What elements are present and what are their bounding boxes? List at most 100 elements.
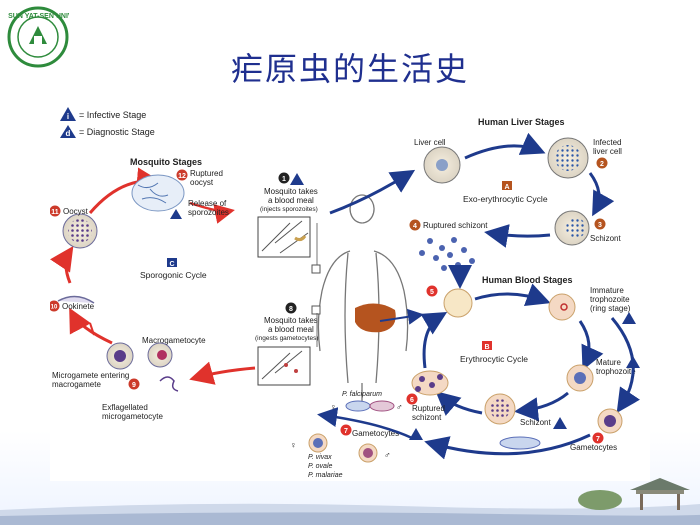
university-logo: 中山大學 SUN YAT-SEN UNIVERSITY — [7, 6, 69, 68]
exo-erythrocytic-label: Exo-erythrocytic Cycle — [463, 194, 548, 204]
liver-organ — [355, 303, 396, 333]
arrow-ookinete-to-oocyst — [50, 246, 74, 284]
step-6-badge — [406, 393, 418, 405]
lifecycle-diagram: i = Infective Stage d = Diagnostic Stage… — [48, 103, 650, 481]
schizont-diagnostic-icon — [553, 417, 567, 429]
ring-diagnostic-icon — [622, 312, 636, 324]
step-4-badge — [409, 219, 421, 231]
step-6-label-1: Ruptured — [412, 404, 445, 413]
arrow-schizont-to-rupture — [484, 224, 551, 248]
arrow-schizont-to-rupture-blood — [435, 391, 483, 416]
step-8-label-3: (ingests gametocytes) — [255, 335, 319, 342]
step-2-label-2: liver cell — [593, 147, 622, 156]
step-3-badge — [594, 218, 606, 230]
release-infective-icon — [170, 209, 182, 219]
mosquito-stages-title: Mosquito Stages — [130, 157, 202, 167]
ruptured-oocyst-image — [131, 174, 185, 212]
mature-label-2: trophozoite — [596, 367, 636, 376]
step-10-number: 10 — [51, 305, 58, 311]
liver-cycle: Liver cell Infected liver cell 2 A Exo-e… — [409, 132, 622, 289]
blood-schizont-label: Schizont — [520, 418, 551, 427]
step-12-number: 12 — [178, 173, 186, 180]
arrow-merozoite-to-ring — [474, 283, 551, 306]
step-5-number: 5 — [430, 289, 434, 296]
human-outline — [317, 194, 409, 403]
step-4-number: 4 — [413, 223, 417, 230]
erythrocytic-cycle: 5 Immature trophozoite (ring stage) B Er… — [406, 283, 640, 460]
liver-cell-label: Liver cell — [414, 138, 446, 147]
step-2-number: 2 — [600, 161, 604, 168]
sporogonic-label: Sporogonic Cycle — [140, 270, 207, 280]
blood-gametocytes-label: Gametocytes — [570, 443, 617, 452]
step-2-badge — [596, 157, 608, 169]
slide-title: 疟原虫的生活史 — [230, 50, 469, 88]
step-11-number: 11 — [51, 209, 59, 216]
arrow-gametocytes-to-mosquito — [317, 407, 413, 440]
step-7-badge — [592, 432, 604, 444]
arrow-infected-to-schizont — [588, 172, 615, 217]
immature-label-1: Immature — [590, 286, 624, 295]
step-9-label-2: macrogamete — [52, 380, 101, 389]
step-10-badge — [48, 300, 60, 312]
cycle-b-badge — [482, 341, 492, 350]
crescent-gametocyte-image — [499, 436, 541, 450]
tree-icon — [578, 490, 622, 510]
step-12-label-1: Ruptured — [190, 169, 223, 178]
step-6-number: 6 — [410, 397, 414, 404]
step-11-label: Oocyst — [63, 207, 89, 216]
arrow-gametocytes-return — [424, 433, 591, 460]
gametocytes-left-label: Gametocytes — [352, 429, 399, 438]
arrow-rupture-to-merozoite — [420, 311, 448, 369]
step-7-left-number: 7 — [344, 428, 348, 435]
human-figure-area: 1 Mosquito takes a blood meal (injects s… — [255, 172, 409, 403]
arrow-zygote-to-ookinete — [69, 307, 113, 345]
ruptured-blood-schizont-image — [411, 370, 449, 396]
ring-stage-image — [548, 293, 576, 321]
bite-site-marker-2 — [311, 305, 321, 315]
step-1-badge — [278, 172, 290, 184]
ovale-label: P. ovale — [308, 463, 332, 470]
step-10-label: Ookinete — [62, 302, 95, 311]
infective-icon — [60, 107, 76, 121]
step-9-badge — [128, 378, 140, 390]
immature-label-3: (ring stage) — [590, 304, 631, 313]
step-1-label-3: (injects sporozoites) — [260, 206, 318, 213]
step-7-number: 7 — [596, 436, 600, 443]
arrow-mature-to-schizont — [514, 391, 569, 422]
gametocytes-diagnostic-icon — [409, 428, 423, 440]
female-symbol-2: ♀ — [290, 440, 297, 450]
sporogonic-cycle: 12 Ruptured oocyst Release of sporozoite… — [48, 167, 256, 421]
arrow-release — [189, 201, 235, 224]
liver-stages-title: Human Liver Stages — [478, 117, 565, 127]
ookinete-tick — [89, 322, 95, 336]
male-symbol-2: ♂ — [384, 450, 391, 460]
rbc-merozoite-image — [443, 288, 473, 318]
legend-diagnostic: = Diagnostic Stage — [79, 127, 155, 137]
step-1-number: 1 — [282, 176, 286, 183]
step-4-label: Ruptured schizont — [423, 221, 488, 230]
legend-infective: = Infective Stage — [79, 110, 146, 120]
lifecycle-svg: i = Infective Stage d = Diagnostic Stage… — [48, 107, 640, 479]
legend: i = Infective Stage d = Diagnostic Stage — [60, 107, 155, 138]
cycle-b-letter: B — [484, 344, 489, 351]
blood-stages-title: Human Blood Stages — [482, 275, 573, 285]
step-8-label-1: Mosquito takes — [264, 316, 318, 325]
malariae-label: P. malariae — [308, 472, 343, 479]
macrogametocyte-label: Macrogametocyte — [142, 336, 206, 345]
arrow-ingest-to-gamete — [189, 361, 256, 385]
step-1-label-1: Mosquito takes — [264, 187, 318, 196]
exflag-label-2: microgametocyte — [102, 412, 163, 421]
step-3-label: Schizont — [590, 234, 621, 243]
male-symbol: ♂ — [396, 402, 403, 412]
cycle-c-badge — [167, 258, 177, 267]
step-12-label-2: oocyst — [190, 178, 214, 187]
pavilion-icon — [630, 478, 690, 510]
exflagellated-image — [159, 376, 179, 392]
step-1-label-2: a blood meal — [268, 196, 314, 205]
step-3-number: 3 — [598, 222, 602, 229]
step-6-label-2: schizont — [412, 413, 442, 422]
diagnostic-icon — [60, 125, 76, 138]
release-label-2: sporozoites — [188, 208, 229, 217]
step-7-left-badge — [340, 424, 352, 436]
